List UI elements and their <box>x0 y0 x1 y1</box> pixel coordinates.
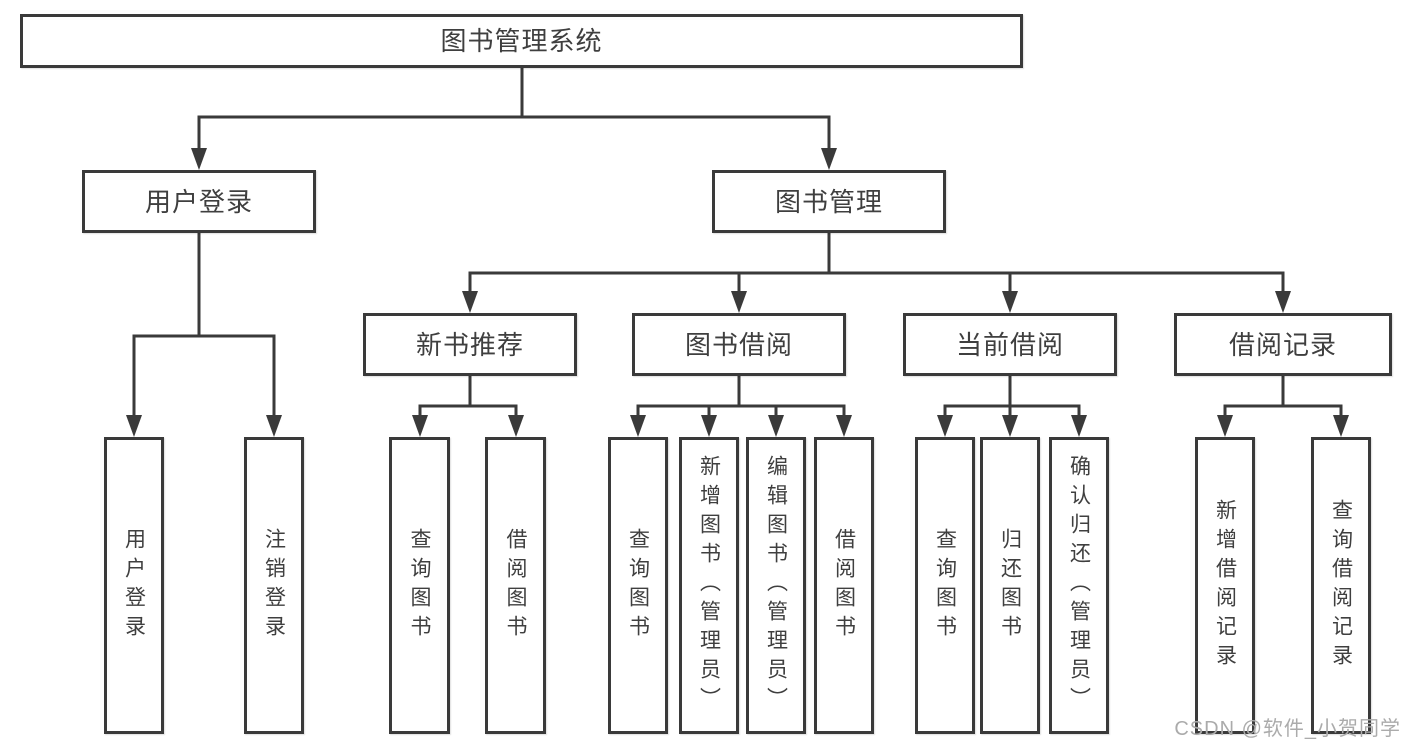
leaf-return-book-label: 归还图书 <box>998 527 1022 644</box>
node-book-management-label: 图书管理 <box>774 186 883 217</box>
node-borrow-records-label: 借阅记录 <box>1228 329 1337 360</box>
node-book-borrow: 图书借阅 <box>632 313 846 376</box>
leaf-user-login: 用户登录 <box>104 437 164 734</box>
leaf-edit-book-admin: 编辑图书（管理员） <box>746 437 806 734</box>
node-user-login-label: 用户登录 <box>144 186 253 217</box>
node-current-borrow-label: 当前借阅 <box>955 329 1064 360</box>
leaf-edit-book-admin-label: 编辑图书（管理员） <box>764 455 788 716</box>
leaf-borrow-books-1-label: 借阅图书 <box>504 527 527 644</box>
leaf-query-books-1-label: 查询图书 <box>408 527 431 644</box>
leaf-add-borrow-record: 新增借阅记录 <box>1195 437 1255 734</box>
leaf-borrow-books-2: 借阅图书 <box>814 437 874 734</box>
leaf-query-books-3: 查询图书 <box>915 437 975 734</box>
node-current-borrow: 当前借阅 <box>903 313 1117 376</box>
node-root: 图书管理系统 <box>20 14 1023 68</box>
leaf-logout-label: 注销登录 <box>262 527 286 644</box>
leaf-borrow-books-2-label: 借阅图书 <box>832 527 856 644</box>
leaf-query-borrow-record-label: 查询借阅记录 <box>1329 498 1353 673</box>
leaf-query-books-2: 查询图书 <box>608 437 668 734</box>
node-new-book-recommend-label: 新书推荐 <box>415 329 524 360</box>
leaf-logout: 注销登录 <box>244 437 304 734</box>
leaf-query-books-2-label: 查询图书 <box>626 527 650 644</box>
node-borrow-records: 借阅记录 <box>1174 313 1392 376</box>
leaf-return-book: 归还图书 <box>980 437 1040 734</box>
leaf-confirm-return-admin-label: 确认归还（管理员） <box>1067 455 1091 716</box>
leaf-query-borrow-record: 查询借阅记录 <box>1311 437 1371 734</box>
leaf-confirm-return-admin: 确认归还（管理员） <box>1049 437 1109 734</box>
leaf-user-login-label: 用户登录 <box>122 527 146 644</box>
node-book-management: 图书管理 <box>712 170 946 233</box>
leaf-query-books-1: 查询图书 <box>389 437 450 734</box>
leaf-add-borrow-record-label: 新增借阅记录 <box>1213 498 1237 673</box>
node-root-label: 图书管理系统 <box>440 26 603 56</box>
node-book-borrow-label: 图书借阅 <box>684 329 793 360</box>
node-user-login: 用户登录 <box>82 170 316 233</box>
leaf-add-book-admin: 新增图书（管理员） <box>679 437 739 734</box>
leaf-query-books-3-label: 查询图书 <box>933 527 957 644</box>
csdn-watermark: CSDN @软件_小贺同学 <box>1174 718 1401 740</box>
node-new-book-recommend: 新书推荐 <box>363 313 577 376</box>
leaf-borrow-books-1: 借阅图书 <box>485 437 546 734</box>
leaf-add-book-admin-label: 新增图书（管理员） <box>697 455 721 716</box>
